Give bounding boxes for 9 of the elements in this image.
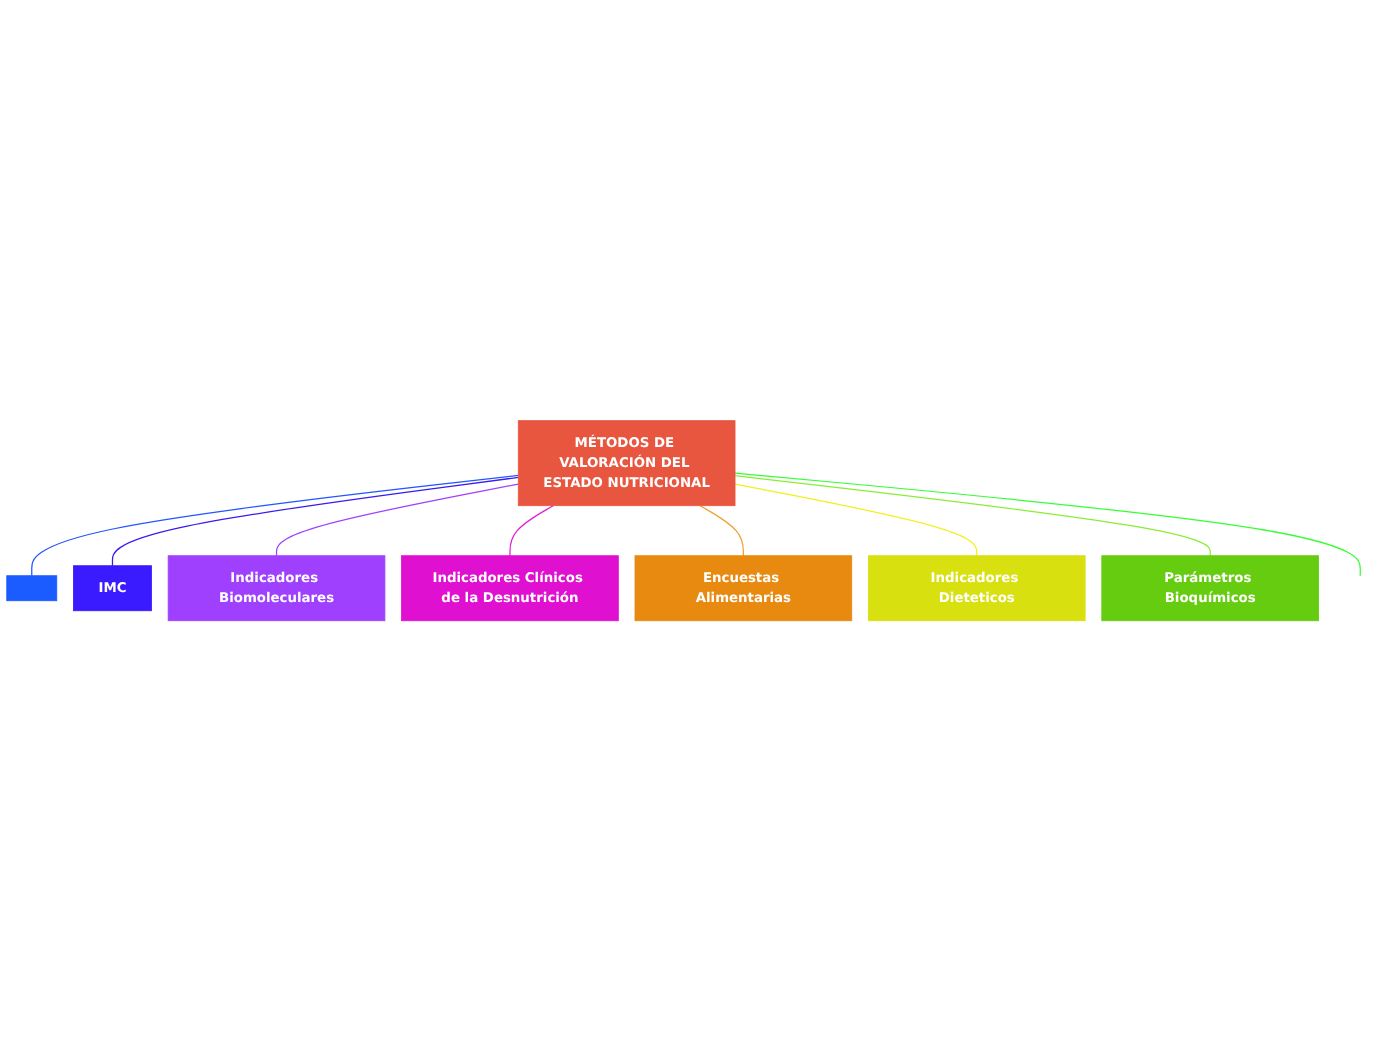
connector <box>734 471 1361 576</box>
connector <box>734 482 978 556</box>
connector <box>31 474 519 576</box>
connector <box>699 504 744 556</box>
node-box <box>6 574 58 601</box>
connector <box>509 504 554 556</box>
connector <box>734 474 1211 556</box>
connector <box>111 476 519 566</box>
connector <box>275 482 519 556</box>
